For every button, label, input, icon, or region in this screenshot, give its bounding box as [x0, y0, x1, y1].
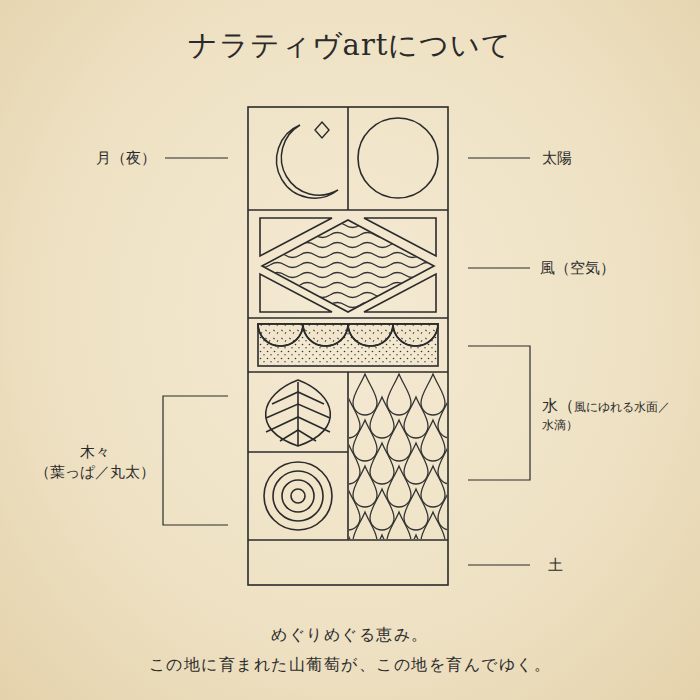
part-label: 土	[548, 555, 563, 575]
caption: めぐりめぐる恵み。 この地に育まれた山葡萄が、この地を育んでゆく。	[149, 620, 552, 681]
part-label: 風（空気）	[540, 258, 615, 278]
title: ナラティヴartについて	[188, 26, 513, 65]
leader-lines	[163, 158, 530, 565]
part-label: 水（風にゆれる水面／ 水滴）	[542, 395, 670, 433]
part-label: 木々 （葉っぱ／丸太）	[35, 442, 155, 483]
part-label: 月（夜）	[96, 148, 156, 168]
part-label: 太陽	[542, 148, 572, 168]
